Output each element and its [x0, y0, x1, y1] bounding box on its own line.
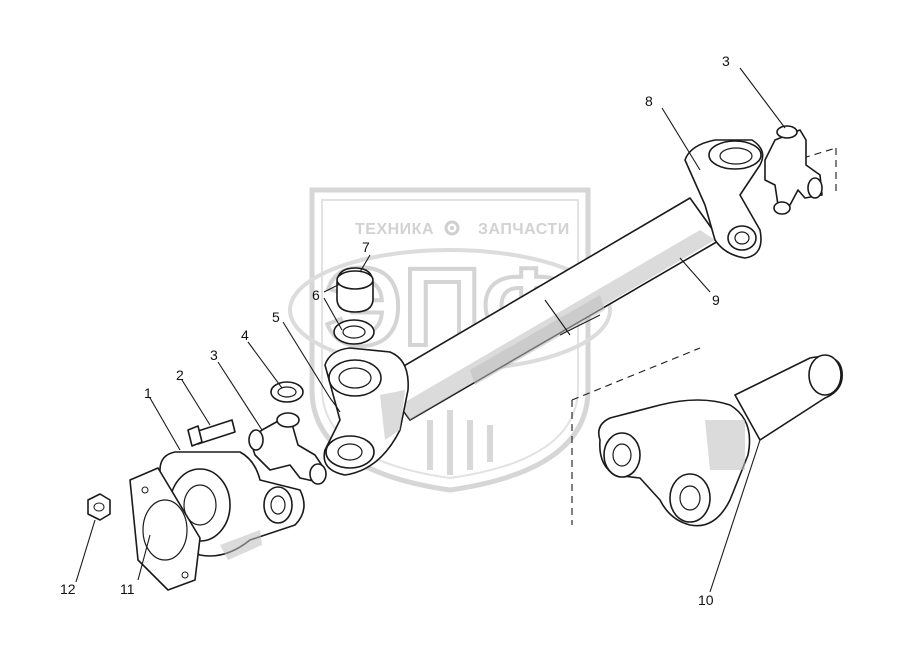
lock-pin — [329, 397, 341, 413]
callout-7: 7 — [362, 239, 370, 255]
callouts: 1 2 3 4 5 6 7 8 3 9 10 11 12 — [60, 53, 730, 608]
spider-cross-lower — [248, 412, 327, 485]
dashed-frame-upper — [802, 147, 837, 196]
watermark-text-left: ТЕХНИКА — [355, 221, 434, 238]
dashed-frame-lower — [571, 347, 701, 525]
callout-11: 11 — [120, 581, 135, 597]
callout-2: 2 — [176, 367, 184, 383]
watermark-shield — [309, 187, 591, 493]
callout-5: 5 — [272, 309, 280, 325]
leader-lines — [75, 67, 786, 593]
ring-4 — [270, 381, 304, 403]
callout-8: 8 — [645, 93, 653, 109]
callout-4: 4 — [241, 327, 249, 343]
callout-6: 6 — [312, 287, 320, 303]
callout-3-lower: 3 — [210, 347, 218, 363]
seal-ring — [333, 319, 375, 345]
front-yoke — [323, 347, 409, 476]
gasket — [129, 467, 201, 591]
callout-12: 12 — [60, 581, 76, 597]
callout-1: 1 — [144, 385, 152, 401]
sliding-yoke — [597, 354, 843, 527]
callout-9: 9 — [712, 292, 720, 308]
watermark-wheat — [427, 410, 493, 475]
gear-icon — [444, 220, 460, 236]
callout-3-upper: 3 — [722, 53, 730, 69]
bearing-cup — [336, 267, 374, 313]
callout-10: 10 — [698, 592, 714, 608]
watermark-text-right: ЗАПЧАСТИ — [478, 221, 570, 238]
spider-cross-upper — [764, 125, 823, 215]
nut — [87, 493, 111, 521]
bolt — [187, 419, 236, 447]
rear-yoke — [684, 139, 764, 259]
